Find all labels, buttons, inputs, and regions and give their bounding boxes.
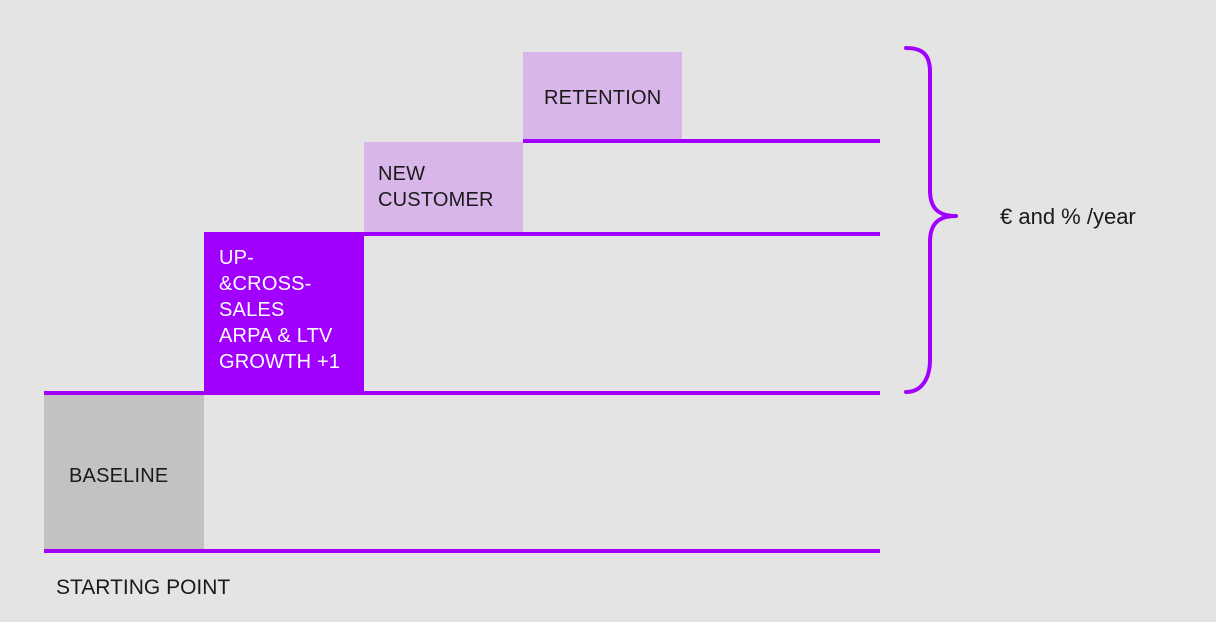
brace-label: € and % /year bbox=[1000, 204, 1136, 229]
new-customer-block bbox=[364, 142, 523, 232]
level-line-retention bbox=[523, 139, 880, 143]
curly-brace-icon bbox=[904, 46, 958, 394]
retention-block bbox=[523, 52, 682, 139]
level-line-baseline bbox=[44, 549, 880, 553]
upsell-block bbox=[204, 232, 364, 392]
retention-label: RETENTION bbox=[544, 87, 662, 109]
baseline-label: BASELINE bbox=[69, 465, 169, 487]
level-line-upsell bbox=[44, 391, 880, 395]
starting-point-label: STARTING POINT bbox=[56, 576, 231, 599]
level-line-new-customer bbox=[364, 232, 880, 236]
baseline-block bbox=[44, 395, 204, 550]
new-customer-label: NEW CUSTOMER bbox=[378, 163, 494, 211]
upsell-label: UP- &CROSS- SALES ARPA & LTV GROWTH +1 bbox=[219, 247, 341, 373]
